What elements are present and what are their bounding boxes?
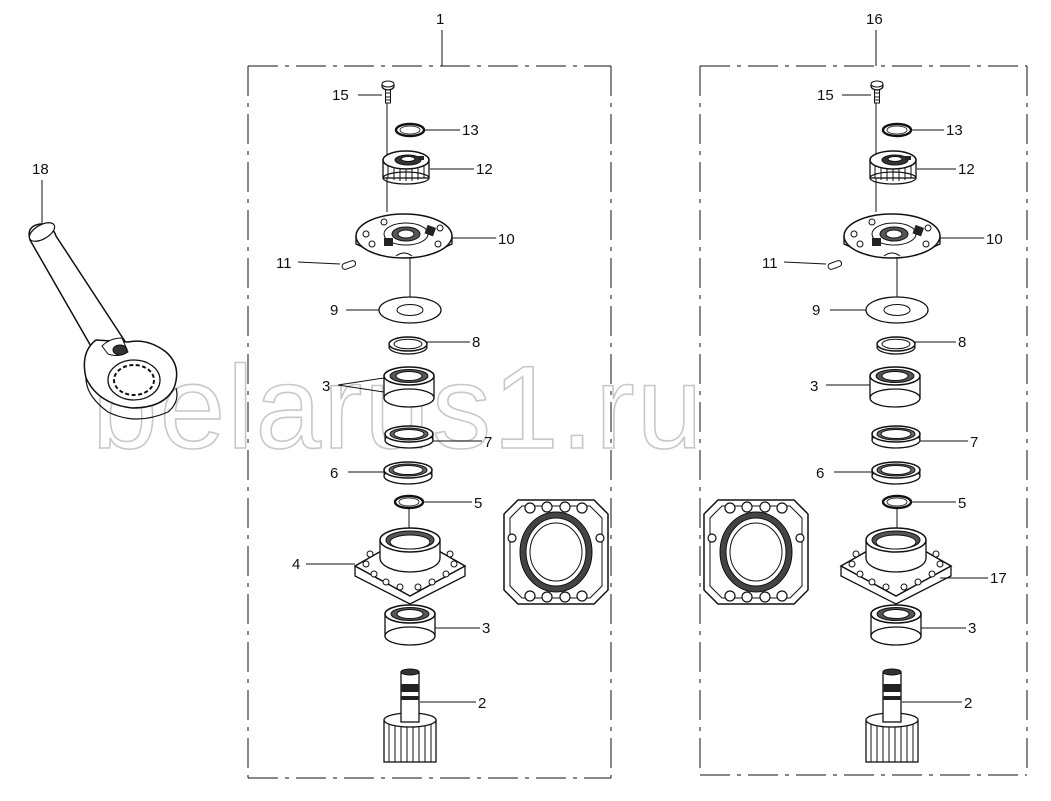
oring-13 xyxy=(394,122,426,138)
oring-5-r xyxy=(881,494,913,510)
bearing-3-upper-r xyxy=(869,366,921,408)
bolt-15-r xyxy=(870,80,884,104)
callout-9: 9 xyxy=(330,302,338,319)
bearing-3-lower xyxy=(384,604,436,646)
washer-9 xyxy=(378,296,442,324)
callout-13: 13 xyxy=(462,122,479,139)
spacer-8 xyxy=(388,336,428,355)
callout-8: 8 xyxy=(472,334,480,351)
callout-4: 4 xyxy=(292,556,300,573)
oring-5 xyxy=(393,494,425,510)
washer-9-r xyxy=(865,296,929,324)
seal-6-r xyxy=(871,461,921,485)
flange-face-view xyxy=(503,499,609,605)
callout-18: 18 xyxy=(32,161,49,178)
bearing-3-lower-r xyxy=(870,604,922,646)
callout-15-r: 15 xyxy=(817,87,834,104)
callout-9-r: 9 xyxy=(812,302,820,319)
callout-5: 5 xyxy=(474,495,482,512)
callout-5-r: 5 xyxy=(958,495,966,512)
callout-15: 15 xyxy=(332,87,349,104)
callout-12-r: 12 xyxy=(958,161,975,178)
gear-shaft-2-r xyxy=(865,668,919,763)
pin-11 xyxy=(340,259,357,271)
lock-plate-10-r xyxy=(843,213,941,259)
callout-2: 2 xyxy=(478,695,486,712)
wrench-18: 18 xyxy=(28,161,178,420)
castle-nut-12-r xyxy=(869,150,917,185)
flange-face-view-r xyxy=(703,499,809,605)
assembly-1-ref: 1 xyxy=(436,11,444,28)
assembly-1: 1 15 13 12 10 11 9 8 3 7 6 xyxy=(247,11,612,779)
oring-13-r xyxy=(881,122,913,138)
bearing-3-upper xyxy=(383,366,435,408)
assembly-16-frame xyxy=(699,30,1028,776)
assembly-16: 16 15 13 12 10 11 9 8 3 7 6 xyxy=(699,11,1028,776)
flange-17 xyxy=(840,527,952,605)
callout-7-r: 7 xyxy=(970,434,978,451)
callout-2-r: 2 xyxy=(964,695,972,712)
callout-12: 12 xyxy=(476,161,493,178)
callout-6-r: 6 xyxy=(816,465,824,482)
pin-11-r xyxy=(826,259,843,271)
castle-nut-12 xyxy=(382,150,430,185)
callout-10: 10 xyxy=(498,231,515,248)
callout-10-r: 10 xyxy=(986,231,1003,248)
gear-shaft-2 xyxy=(383,668,437,763)
callout-17: 17 xyxy=(990,570,1007,587)
watermark-text: belarus1.ru xyxy=(92,342,704,474)
seal-7 xyxy=(384,425,434,449)
seal-6 xyxy=(383,461,433,485)
seal-7-r xyxy=(871,425,921,449)
callout-3a: 3 xyxy=(322,378,330,395)
spacer-8-r xyxy=(876,336,916,355)
callout-11-r: 11 xyxy=(762,255,778,272)
callout-3a-r: 3 xyxy=(810,378,818,395)
callout-7: 7 xyxy=(484,434,492,451)
flange-4 xyxy=(354,527,466,605)
assembly-1-frame xyxy=(247,30,612,779)
callout-8-r: 8 xyxy=(958,334,966,351)
callout-3b-r: 3 xyxy=(968,620,976,637)
callout-11: 11 xyxy=(276,255,292,272)
callout-3b: 3 xyxy=(482,620,490,637)
bolt-15 xyxy=(381,80,395,104)
callout-13-r: 13 xyxy=(946,122,963,139)
lock-plate-10 xyxy=(355,213,453,259)
callout-6: 6 xyxy=(330,465,338,482)
assembly-16-ref: 16 xyxy=(866,11,883,28)
